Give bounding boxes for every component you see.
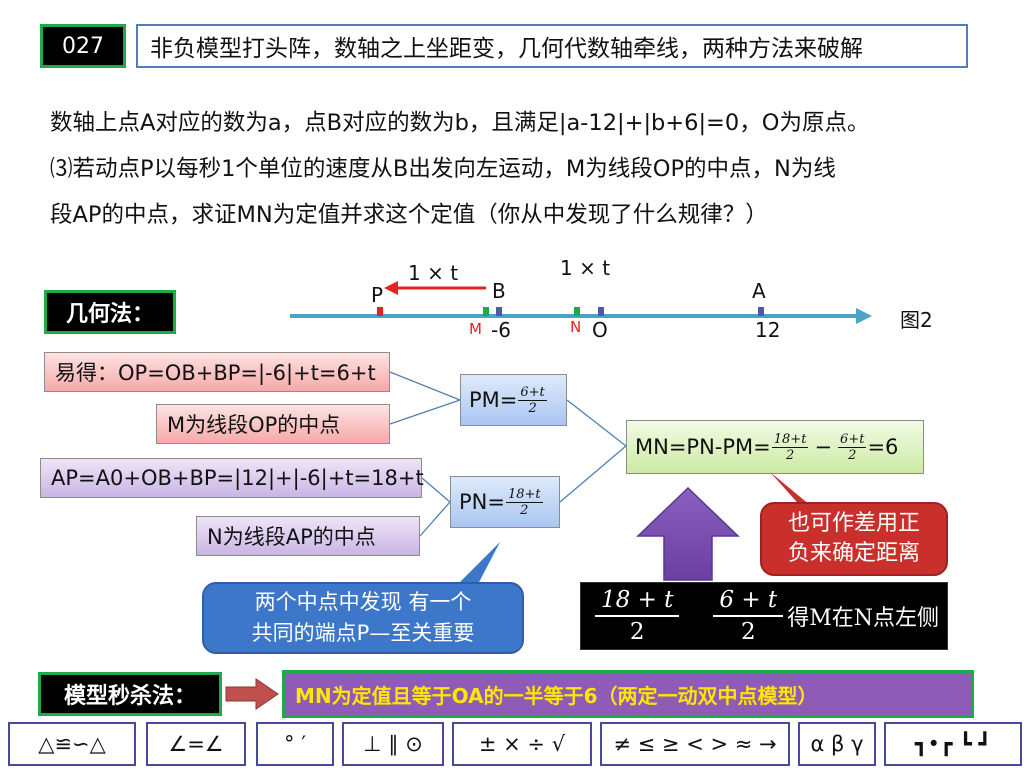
red-callout-line-2: 负来确定距离 — [787, 541, 920, 566]
symbol-button-perpendicular[interactable]: ⊥ ∥ ⊙ — [342, 722, 444, 766]
problem-statement: 数轴上点A对应的数为a，点B对应的数为b，且满足|a-12|+|b+6|=0，O… — [50, 100, 980, 238]
comparison-fraction-1: 18 + t 2 — [595, 585, 680, 647]
label-N: N — [570, 318, 582, 336]
label-B: B — [492, 279, 506, 303]
problem-line-2: ⑶若动点P以每秒1个单位的速度从B出发向左运动，M为线段OP的中点，N为线 — [50, 156, 836, 182]
pn-fraction: 18+t 2 — [505, 486, 543, 518]
mn-lhs: MN=PN-PM= — [635, 435, 771, 459]
mn-fraction-2: 6+t 2 — [838, 431, 867, 463]
label-M: M — [469, 320, 482, 338]
symbol-button-relations[interactable]: ≠ ≤ ≥ < > ≈ → — [600, 722, 790, 766]
blue-callout-line-2: 共同的端点P—至关重要 — [251, 621, 475, 645]
mn-fraction-1: 18+t 2 — [771, 431, 809, 463]
speed-label-right: 1 × t — [560, 256, 611, 280]
geometry-method-label: 几何法： — [44, 290, 176, 334]
box-op-length: 易得：OP=OB+BP=|-6|+t=6+t — [44, 352, 390, 392]
problem-number: 027 — [40, 24, 126, 68]
box-n-midpoint: N为线段AP的中点 — [196, 516, 420, 556]
symbol-button-degree[interactable]: ° ′ — [256, 722, 334, 766]
symbol-button-greek[interactable]: α β γ — [798, 722, 876, 766]
red-callout-line-1: 也可作差用正 — [787, 511, 920, 536]
tick-O — [598, 307, 604, 316]
number-line — [290, 307, 872, 324]
slide-title: 非负模型打头阵，数轴之上坐距变，几何代数轴牵线，两种方法来破解 — [136, 24, 968, 68]
tick-P — [377, 307, 383, 316]
comparison-denominator-1: 2 — [629, 619, 645, 645]
box-mn-result: MN=PN-PM= 18+t 2 − 6+t 2 =6 — [626, 420, 924, 474]
label-O: O — [592, 318, 608, 342]
comparison-denominator-2: 2 — [740, 619, 756, 645]
label-P: P — [371, 283, 384, 307]
mn-denominator-2: 2 — [848, 447, 857, 463]
pn-lhs: PN= — [459, 490, 505, 514]
motion-arrow — [384, 281, 486, 295]
symbol-button-corners[interactable]: ┓•┏ ┗ ┛ — [884, 722, 1022, 766]
mn-rhs: =6 — [867, 435, 899, 459]
box-ap-length: AP=A0+OB+BP=|12|+|-6|+t=18+t — [40, 458, 424, 498]
mn-denominator-1: 2 — [785, 447, 795, 463]
number-line-arrowhead — [856, 308, 872, 324]
comparison-numerator-1: 18 + t — [595, 585, 680, 617]
figure-label: 图2 — [900, 308, 933, 332]
comparison-box: 18 + t 2 6 + t 2 得M在N点左侧 — [580, 582, 948, 650]
up-arrow-icon — [636, 486, 740, 581]
comparison-numerator-2: 6 + t — [713, 585, 784, 617]
comparison-conclusion: 得M在N点左侧 — [787, 606, 939, 631]
pm-denominator: 2 — [528, 400, 537, 416]
mn-minus: − — [814, 435, 833, 459]
red-callout-tail — [770, 472, 816, 510]
symbol-button-congruent[interactable]: △≌∽△ — [8, 722, 136, 766]
red-callout: 也可作差用正 负来确定距离 — [760, 502, 948, 576]
box-pn-formula: PN= 18+t 2 — [450, 476, 560, 528]
label-minus6: -6 — [491, 318, 511, 342]
symbol-button-angle[interactable]: ∠=∠ — [146, 722, 246, 766]
box-pm-formula: PM= 6+t 2 — [460, 374, 567, 426]
speed-label-left: 1 × t — [408, 261, 459, 285]
model-conclusion: MN为定值且等于OA的一半等于6（两定一动双中点模型） — [282, 670, 974, 718]
pn-numerator: 18+t — [505, 486, 543, 503]
label-12: 12 — [755, 318, 781, 342]
pn-denominator: 2 — [520, 502, 529, 518]
tick-B — [496, 307, 502, 316]
pm-lhs: PM= — [469, 388, 518, 412]
pm-fraction: 6+t 2 — [518, 384, 547, 416]
tick-M — [483, 307, 489, 316]
symbol-button-operators[interactable]: ± × ÷ √ — [452, 722, 592, 766]
problem-line-1: 数轴上点A对应的数为a，点B对应的数为b，且满足|a-12|+|b+6|=0，O… — [50, 110, 870, 136]
problem-line-3: 段AP的中点，求证MN为定值并求这个定值（你从中发现了什么规律？） — [50, 202, 768, 228]
label-A: A — [752, 279, 766, 303]
box-m-midpoint: M为线段OP的中点 — [156, 404, 390, 444]
blue-callout: 两个中点中发现 有一个 共同的端点P—至关重要 — [202, 582, 524, 654]
tick-N — [574, 307, 580, 316]
tick-A — [758, 307, 764, 316]
comparison-fraction-2: 6 + t 2 — [713, 585, 784, 647]
blue-callout-line-1: 两个中点中发现 有一个 — [254, 590, 472, 614]
model-method-label: 模型秒杀法： — [38, 672, 222, 716]
mn-numerator-2: 6+t — [838, 431, 867, 448]
pm-numerator: 6+t — [518, 384, 547, 401]
right-arrow-icon — [225, 678, 279, 710]
mn-numerator-1: 18+t — [771, 431, 809, 448]
blue-callout-tail — [454, 542, 500, 588]
